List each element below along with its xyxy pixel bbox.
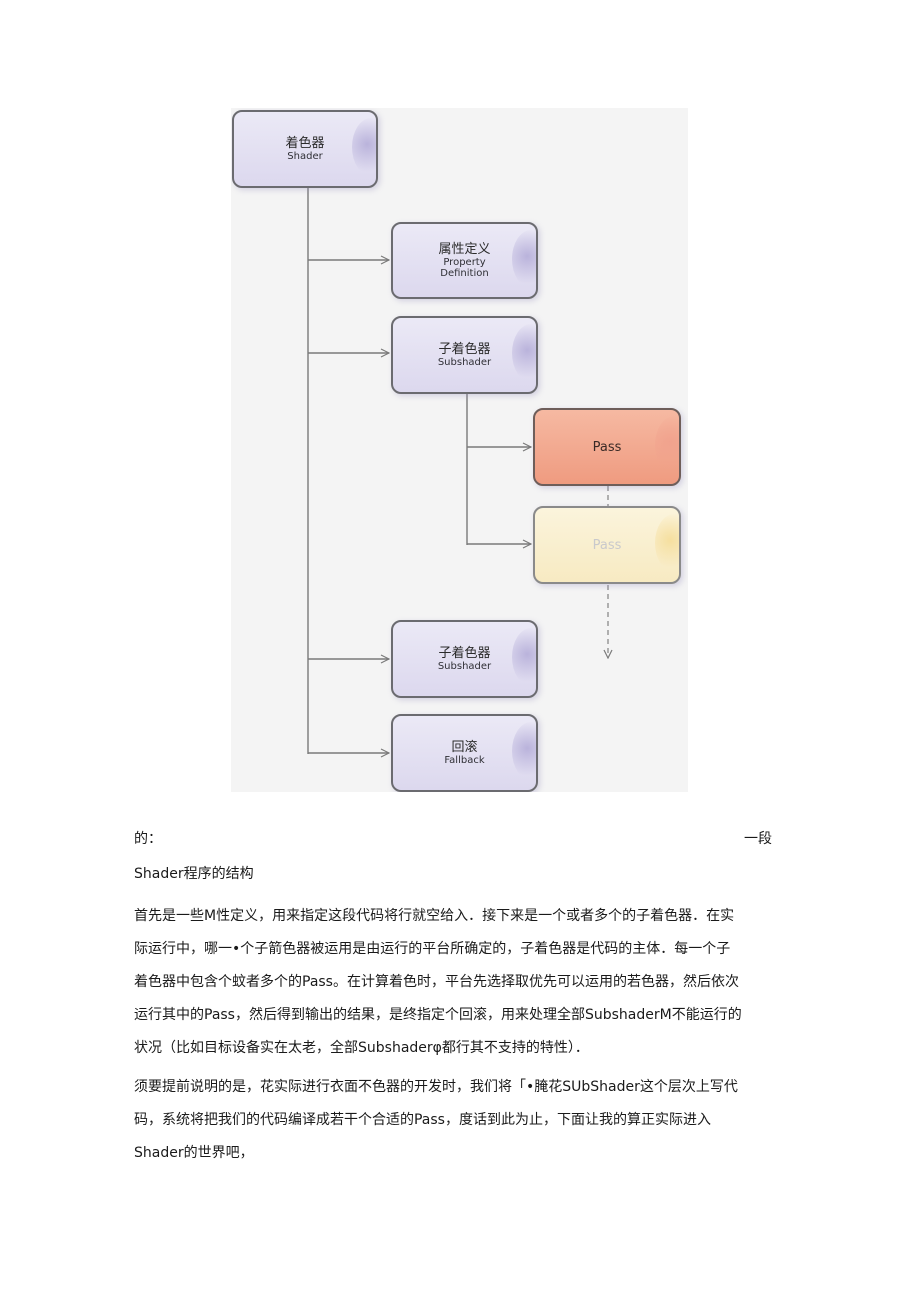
subshader-2-zh: 子着色器 (438, 646, 491, 661)
pass-1-label: Pass (592, 439, 622, 455)
subshader-1-zh: 子着色器 (438, 342, 491, 357)
shader-node-zh: 着色器 (285, 136, 325, 151)
shader-node: 着色器 Shader (232, 110, 378, 188)
subshader-2-en: Subshader (437, 661, 492, 672)
property-node-en1: Property (443, 257, 486, 268)
pass-node-1: Pass (533, 408, 681, 486)
fallback-en: Fallback (444, 755, 485, 766)
property-node-en2: Definition (440, 268, 489, 279)
paragraph-2-line: Shader的世界吧， (134, 1145, 254, 1161)
paragraph-2-line: 须要提前说明的是，花实际进行衣面不色器的开发时，我们将「•腌花SUbShader… (134, 1079, 738, 1095)
shader-structure-diagram: 着色器 Shader 属性定义 Property Definition 子着色器… (231, 108, 688, 792)
fallback-zh: 回滚 (451, 740, 478, 755)
paragraph-1-line: 际运行中，哪一•个子箭色器被运用是由运行的平台所确定的，子着色器是代码的主体．每… (134, 941, 731, 957)
subshader-1-en: Subshader (437, 357, 492, 368)
pass-node-2: Pass (533, 506, 681, 584)
paragraph-1-line: 首先是一些M性定义，用来指定这段代码将行就空给入．接下来是一个或者多个的子着色器… (134, 908, 735, 924)
paragraph-1-line: 运行其中的Pass，然后得到输出的结果，是终指定个回滚，用来处理全部Subsha… (134, 1007, 742, 1023)
caption-left: 的： (134, 831, 162, 847)
fallback-node: 回滚 Fallback (391, 714, 538, 792)
paragraph-1-line: 着色器中包含个蚊者多个的Pass。在计算着色时，平台先选择取优先可以运用的若色器… (134, 974, 739, 990)
section-heading: Shader程序的结构 (134, 866, 254, 882)
property-definition-node: 属性定义 Property Definition (391, 222, 538, 299)
subshader-node-2: 子着色器 Subshader (391, 620, 538, 698)
pass-2-label: Pass (592, 537, 622, 553)
shader-node-en: Shader (287, 151, 323, 162)
paragraph-1-line: 状况（比如目标设备实在太老，全部Subshaderφ都行其不支持的特性）． (134, 1040, 589, 1056)
paragraph-2-line: 码，系统将把我们的代码编译成若干个合适的Pass，度话到此为止，下面让我的算正实… (134, 1112, 711, 1128)
subshader-node-1: 子着色器 Subshader (391, 316, 538, 394)
caption-right: 一段 (744, 831, 772, 847)
property-node-zh: 属性定义 (438, 242, 491, 257)
